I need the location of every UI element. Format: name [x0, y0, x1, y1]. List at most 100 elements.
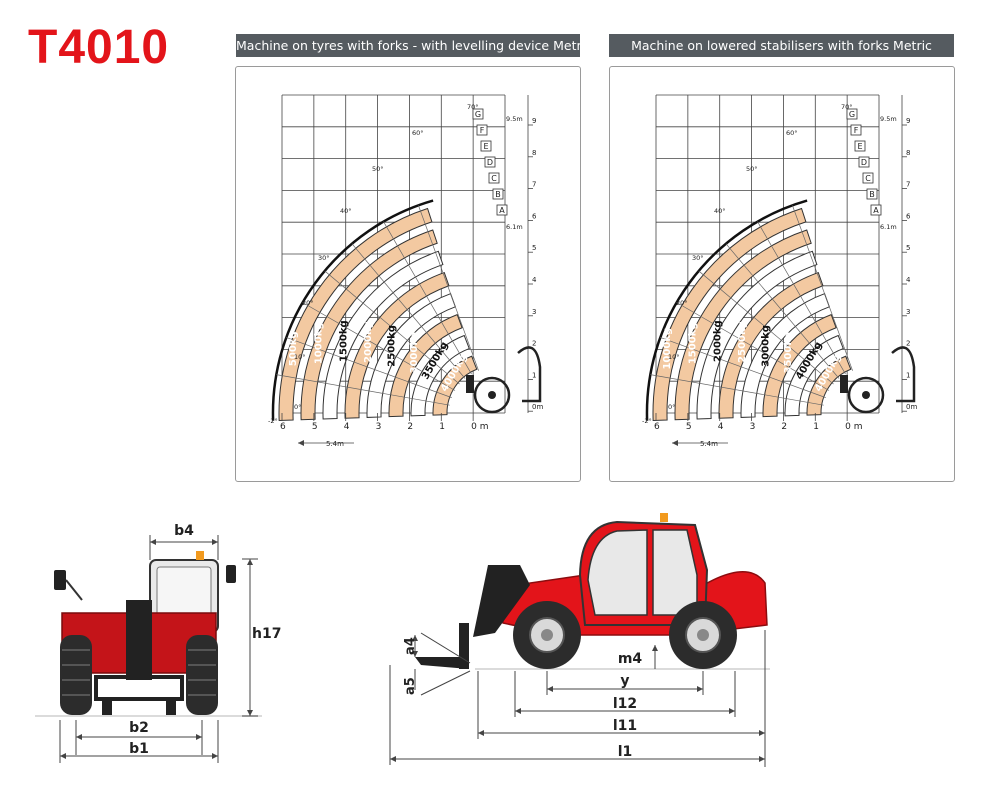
left-chart-angle-ray: [383, 221, 472, 375]
m4-label: m4: [618, 651, 643, 667]
right-chart-load-label: 2000kg: [713, 320, 724, 362]
right-chart-extension-box: [858, 156, 870, 168]
left-chart-load-label: 500kg: [288, 331, 299, 366]
right-chart-extension-letter: A: [873, 206, 879, 215]
left-chart-angle-tick: 0°: [294, 403, 301, 411]
left-chart-x-tick: 3: [376, 422, 382, 432]
right-chart-extension-letter: G: [849, 110, 855, 119]
right-chart-angle-tick: 70°: [841, 103, 853, 111]
right-chart-x-tick: 1: [813, 422, 819, 432]
right-chart-extension-letter: B: [869, 190, 875, 199]
right-chart-load-band: [696, 250, 818, 420]
right-chart-extension-letter: F: [854, 126, 859, 135]
left-chart-extension-box: [496, 204, 508, 216]
right-chart-angle-tick: -2°: [642, 417, 652, 425]
left-chart-extension-box: [492, 188, 504, 200]
beacon-side-icon: [660, 513, 668, 522]
left-chart-angle-tick: -2°: [268, 417, 278, 425]
right-chart-max-height-label: 9.5m: [880, 115, 897, 123]
left-chart-extension-letter: C: [491, 174, 497, 183]
left-chart-angle-tick: 10°: [294, 353, 306, 361]
left-chart-load-label: 2000kg: [363, 321, 374, 363]
left-chart-angle-ray: [302, 302, 456, 391]
right-chart-load-label: 3000kg: [761, 325, 772, 367]
right-chart-y-tick: 6: [906, 212, 911, 220]
left-chart-envelope-curve: [271, 199, 434, 421]
right-chart-reach-label: 5.4m: [700, 440, 718, 448]
front-view-diagram: b4 h17 b2 b1: [35, 523, 281, 763]
right-chart-machine-body-icon: [891, 346, 916, 403]
left-chart-y-tick: 3: [532, 308, 536, 316]
model-title: T4010: [28, 21, 170, 74]
left-chart-load-band: [278, 207, 433, 422]
l1-label: l1: [618, 744, 633, 760]
right-chart-extension-box: [854, 140, 866, 152]
right-chart-load-band: [718, 271, 824, 419]
right-chart-angle-ray: [757, 221, 846, 375]
right-chart-load-band: [806, 355, 852, 416]
right-chart-header: Machine on lowered stabilisers with fork…: [609, 34, 954, 57]
left-chart-angle-tick: 40°: [340, 207, 352, 215]
right-chart-load-label: 3500kg: [783, 332, 794, 374]
right-chart-angle-ray: [650, 374, 824, 406]
left-chart-extension-letter: G: [475, 110, 481, 119]
left-chart-extension-letter: D: [487, 158, 493, 167]
h17-label: h17: [252, 626, 281, 642]
left-chart-y-tick: 4: [532, 276, 537, 284]
right-chart-x-tick: 0 m: [845, 422, 862, 432]
left-chart-load-band: [344, 271, 450, 419]
right-chart-angle-tick: 30°: [692, 254, 704, 262]
side-view-diagram: a4 a5 m4 y l12 l11 l1: [389, 513, 770, 767]
right-chart-x-tick: 3: [750, 422, 756, 432]
left-chart-extension-letter: A: [499, 206, 505, 215]
right-chart-x-tick: 5: [686, 422, 692, 432]
right-chart-angle-tick: 40°: [714, 207, 726, 215]
left-chart-y-tick: 5: [532, 244, 536, 252]
right-chart-angle-tick: 50°: [746, 165, 758, 173]
mirror-left-icon: [54, 570, 66, 590]
left-chart-load-label: 2500kg: [387, 325, 398, 367]
right-chart-x-tick: 6: [654, 422, 660, 432]
left-chart-load-band: [300, 229, 438, 421]
left-chart-min-height-label: 6.1m: [506, 223, 523, 231]
left-chart-angle-tick: 70°: [467, 103, 479, 111]
right-chart-angle-tick: 60°: [786, 129, 798, 137]
right-chart-extension-letter: E: [857, 142, 862, 151]
right-chart-angle-tick: 0°: [668, 403, 675, 411]
right-chart-y-tick: 1: [906, 371, 910, 379]
left-chart-extension-box: [488, 172, 500, 184]
right-chart-y-tick: 7: [906, 181, 910, 189]
left-chart-angle-ray: [351, 243, 466, 379]
right-chart-load-band: [762, 314, 837, 418]
right-chart-y-tick: 9: [906, 117, 910, 125]
right-chart-extension-letter: C: [865, 174, 871, 183]
left-chart-y-tick: 2: [532, 340, 536, 348]
right-chart-load-label: 1000kg: [662, 328, 673, 370]
right-chart-angle-ray: [676, 302, 830, 391]
left-chart-y-tick: 6: [532, 212, 537, 220]
right-chart-extension-box: [850, 124, 862, 136]
right-chart-angle-ray: [725, 243, 840, 379]
front-wheel-left: [60, 635, 92, 715]
left-chart-x-tick: 5: [312, 422, 318, 432]
left-chart-extension-box: [472, 108, 484, 120]
a4-label: a4: [403, 637, 418, 655]
fork-upright: [459, 623, 469, 669]
left-chart-load-band: [388, 314, 463, 418]
left-chart-max-height-label: 9.5m: [506, 115, 523, 123]
left-chart-load-band: [322, 250, 444, 420]
cab-rear-window: [652, 529, 698, 616]
right-chart-load-band: [784, 334, 844, 417]
left-chart-y-tick: 9: [532, 117, 536, 125]
left-chart-angle-tick: 60°: [412, 129, 424, 137]
right-chart-angle-ray: [698, 270, 834, 385]
right-chart-y-tick: 4: [906, 276, 911, 284]
front-wheel-right: [186, 635, 218, 715]
right-chart-y-tick: 5: [906, 244, 910, 252]
right-chart-envelope-curve: [645, 199, 808, 421]
right-chart-y-tick: 3: [906, 308, 910, 316]
b2-label: b2: [129, 720, 149, 736]
